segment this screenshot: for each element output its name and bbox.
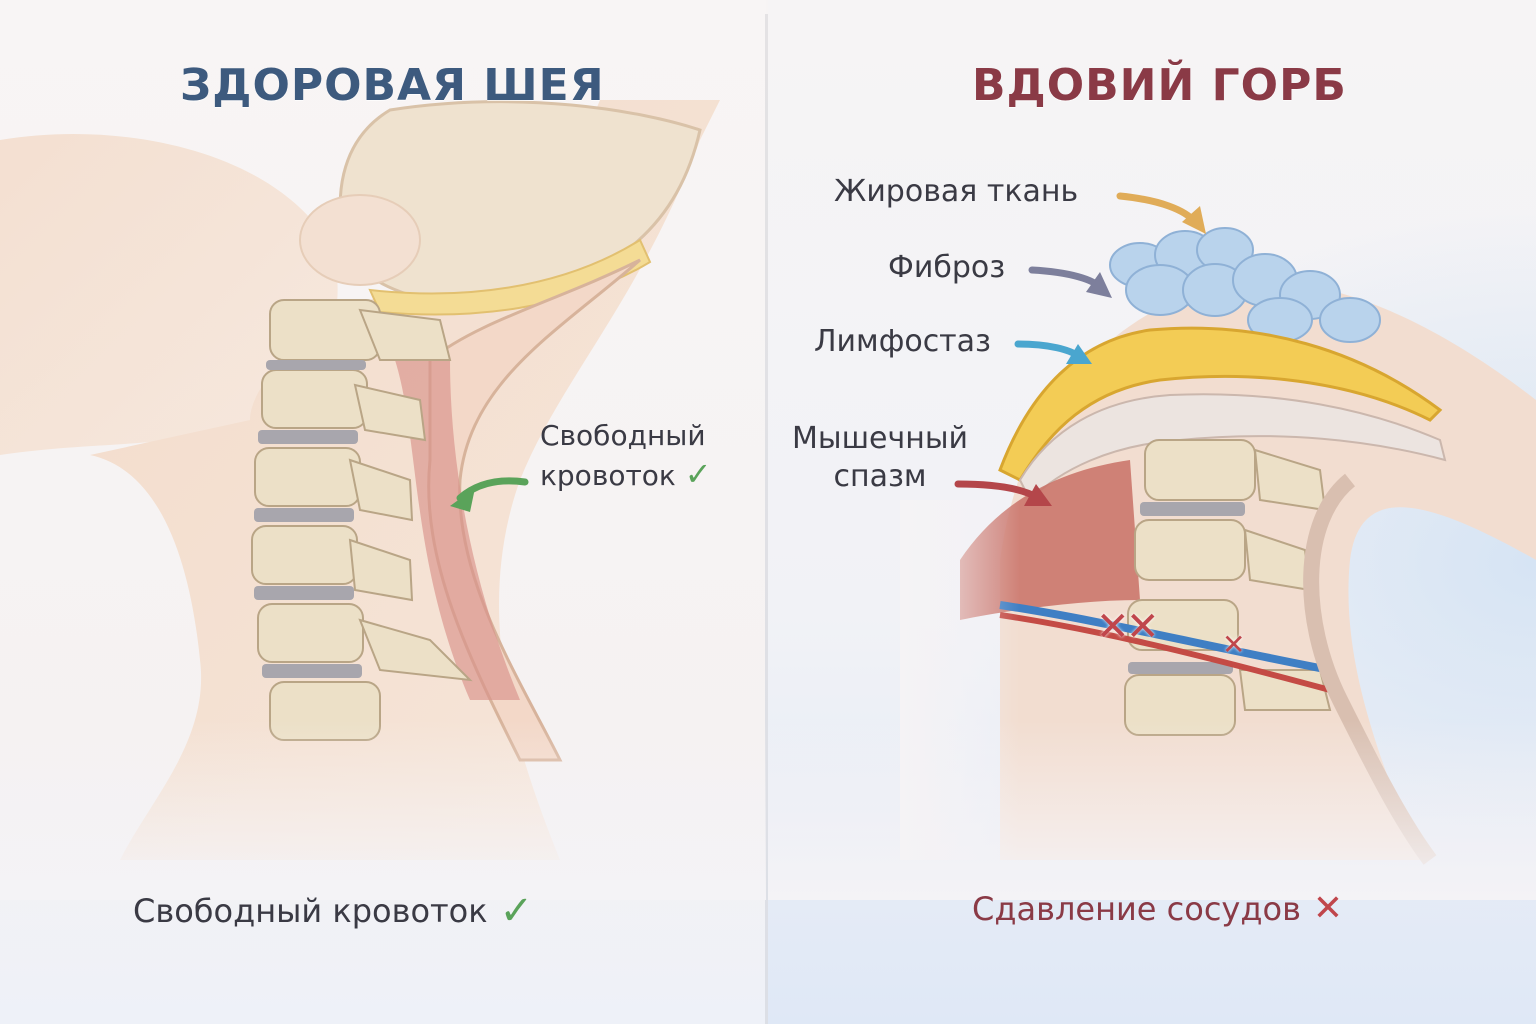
widows-hump-illustration [768,192,1536,900]
panel-divider [765,14,768,1024]
check-icon: ✓ [684,455,712,494]
label-lymphostasis: Лимфостаз [814,324,991,359]
cross-icon: ✕ [1126,604,1160,650]
hump-footer: Сдавление сосудов ✕ [972,888,1343,929]
annotation-line-2: кровоток ✓ [540,455,712,494]
cross-icon: ✕ [1222,628,1246,661]
hump-footer-text: Сдавление сосудов [972,889,1301,928]
blood-flow-annotation: Свободный кровоток ✓ [540,418,712,496]
check-icon: ✓ [499,888,534,934]
healthy-footer-text: Свободный кровоток [133,892,488,930]
widows-hump-title: ВДОВИЙ ГОРБ [972,60,1347,111]
healthy-neck-title: ЗДОРОВАЯ ШЕЯ [180,60,605,111]
healthy-neck-illustration [0,100,766,900]
label-fibrosis: Фиброз [888,250,1006,285]
healthy-footer: Свободный кровоток ✓ [133,888,533,934]
label-fat-tissue: Жировая ткань [834,174,1079,209]
cross-icon: ✕ [1096,604,1130,650]
annotation-line-1: Свободный [540,419,706,452]
cross-icon: ✕ [1312,888,1344,929]
label-muscle-spasm: Мышечный спазм [792,421,969,494]
